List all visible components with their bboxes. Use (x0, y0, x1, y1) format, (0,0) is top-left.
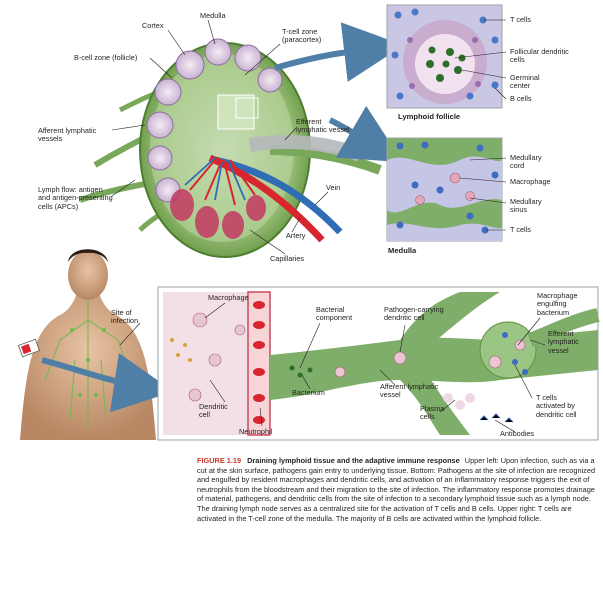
follicle-panel-art (386, 4, 503, 109)
label-bottom-afferent: Afferent lymphatic vessel (380, 382, 439, 400)
label-medulla-t-cells: T cells (510, 225, 531, 234)
label-dendritic-cell: Dendritic cell (199, 402, 228, 420)
label-bottom-efferent: Efferent lymphatic vessel (548, 329, 579, 355)
label-t-cell-zone: T-cell zone (paracortex) (282, 27, 322, 45)
label-b-cell-zone: B-cell zone (follicle) (74, 53, 138, 62)
figure-number: FIGURE 1.19 (197, 456, 242, 465)
infection-panel-art (157, 286, 600, 441)
medulla-panel-art (386, 137, 503, 242)
human-figure (17, 249, 156, 440)
label-neutrophil: Neutrophil (239, 427, 273, 436)
label-efferent-vessel: Efferent lymphatic vessel (296, 117, 350, 135)
label-plasma-cells: Plasma cells (420, 404, 445, 422)
figure-caption: FIGURE 1.19 Draining lymphoid tissue and… (197, 456, 597, 523)
label-macrophage: Macrophage (208, 293, 249, 302)
label-macrophage-engulfing: Macrophage engulfing bacterium (537, 291, 578, 317)
label-medullary-sinus: Medullary sinus (510, 197, 542, 215)
lymph-node (79, 38, 382, 258)
caption-title: Draining lymphoid tissue and the adaptiv… (247, 456, 460, 465)
medulla-panel-title: Medulla (388, 246, 417, 255)
label-t-cells-activated: T cells activated by dendritic cell (536, 393, 577, 419)
label-follicular-dendritic: Follicular dendritic cells (510, 47, 569, 65)
label-site-of-infection: Site of infection (111, 308, 139, 326)
label-follicle-t-cells: T cells (510, 15, 531, 24)
label-bacterial-component: Bacterial component (316, 305, 353, 323)
label-pathogen-dendritic: Pathogen-carrying dendritic cell (384, 305, 444, 323)
label-medulla-macrophage: Macrophage (510, 177, 551, 186)
arrow-to-follicle (274, 22, 404, 82)
label-antibodies: Antibodies (500, 429, 535, 438)
follicle-panel-title: Lymphoid follicle (398, 112, 461, 121)
label-vein: Vein (326, 183, 341, 192)
label-afferent-vessels: Afferent lymphatic vessels (38, 126, 97, 144)
label-artery: Artery (286, 231, 306, 240)
caption-text: Upper left: Upon infection, such as via … (197, 456, 596, 523)
arrow-to-infection-panel (41, 352, 174, 413)
label-follicle-b-cells: B cells (510, 94, 532, 103)
label-lymph-flow: Lymph flow: antigen and antigen-presenti… (38, 185, 113, 211)
label-cortex: Cortex (142, 21, 164, 30)
arrow-to-medulla (328, 105, 403, 163)
label-bacterium: Bacterium (292, 388, 325, 397)
label-capillaries: Capillaries (270, 254, 305, 263)
label-medullary-cord: Medullary cord (510, 153, 542, 171)
label-medulla: Medulla (200, 11, 226, 20)
label-germinal-center: Germinal center (510, 73, 540, 91)
